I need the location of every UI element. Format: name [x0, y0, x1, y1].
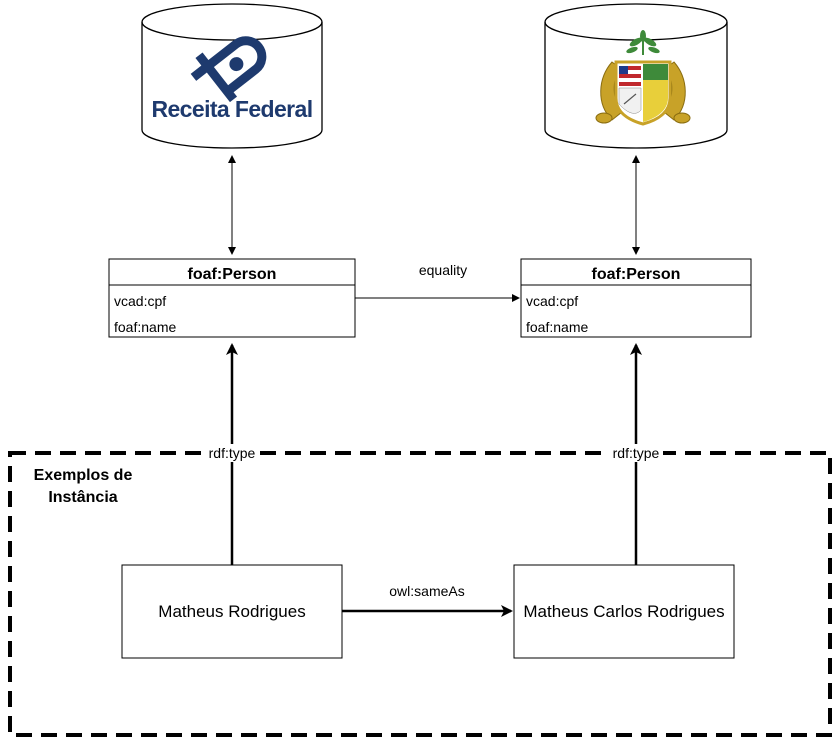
class-attribute: foaf:name: [526, 319, 588, 335]
instance-box-right: Matheus Carlos Rodrigues: [513, 564, 735, 659]
rdf-type-label-right: rdf:type: [613, 445, 660, 461]
class-title: foaf:Person: [188, 266, 277, 283]
class-title: foaf:Person: [592, 266, 681, 283]
instance-group-border: [8, 451, 832, 737]
class-box-right: foaf:Person vcad:cpf foaf:name: [520, 258, 752, 338]
coat-of-arms-icon: [595, 30, 691, 126]
database-receita-federal: Receita Federal: [141, 3, 323, 149]
class-attribute: vcad:cpf: [114, 293, 166, 309]
equality-label: equality: [419, 262, 467, 278]
database-state: [544, 3, 728, 149]
instance-group-title: Exemplos de: [34, 467, 133, 484]
rdf-type-label-left: rdf:type: [209, 445, 256, 461]
receita-federal-logo-text: Receita Federal: [151, 96, 312, 122]
class-box-left: foaf:Person vcad:cpf foaf:name: [108, 258, 356, 338]
class-attribute: vcad:cpf: [526, 293, 578, 309]
instance-label: Matheus Rodrigues: [158, 602, 305, 621]
instance-group-title: Instância: [48, 489, 117, 506]
class-attribute: foaf:name: [114, 319, 176, 335]
instance-box-left: Matheus Rodrigues: [121, 564, 343, 659]
receita-federal-logo-icon: Receita Federal: [151, 36, 313, 122]
instance-label: Matheus Carlos Rodrigues: [523, 602, 724, 621]
same-as-label: owl:sameAs: [389, 583, 464, 599]
